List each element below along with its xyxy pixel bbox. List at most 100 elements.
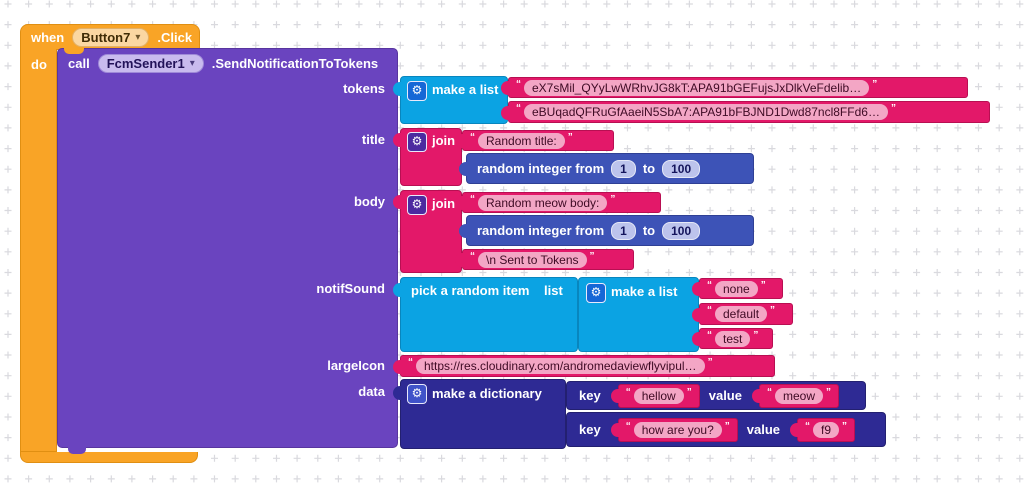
connector-tab (393, 386, 402, 400)
to-label: to (642, 223, 656, 238)
string-pill[interactable]: none (715, 280, 758, 297)
param-label-notifsound: notifSound (316, 281, 385, 296)
make-a-list-block-tokens[interactable]: ⚙ make a list (393, 76, 508, 124)
number-pill-to[interactable]: 100 (662, 159, 701, 178)
connector-tab (393, 133, 402, 147)
connector-tab (459, 224, 468, 238)
random-integer-block-title[interactable]: random integer from 1 to 100 (459, 153, 754, 184)
value-label: value (746, 422, 780, 437)
string-pill[interactable]: \n Sent to Tokens (478, 251, 587, 268)
token-string-block-1[interactable]: “ eX7sMil_QYyLwWRhvJG8kT:APA91bGEFujsJxD… (501, 77, 968, 98)
connector-tab (455, 253, 464, 267)
close-quote: ” (686, 386, 692, 398)
random-integer-from-label: random integer from (477, 161, 605, 176)
chevron-down-icon: ▾ (135, 32, 141, 43)
connector-tab (692, 332, 701, 346)
mutator-gear-icon[interactable]: ⚙ (407, 384, 427, 404)
param-label-body: body (353, 194, 385, 209)
connector-tab (610, 388, 620, 403)
connector-tab (455, 134, 464, 148)
make-a-list-label: make a list (432, 82, 499, 97)
key-string-block[interactable]: “ how are you? ” (610, 417, 738, 442)
number-pill-from[interactable]: 1 (611, 221, 636, 240)
to-label: to (642, 161, 656, 176)
close-quote: ” (567, 131, 573, 143)
string-pill[interactable]: f9 (813, 421, 840, 438)
body-text-block[interactable]: “ Random meow body: ” (455, 192, 661, 213)
string-pill[interactable]: hellow (633, 387, 684, 404)
component-dropdown-value: Button7 (81, 30, 131, 45)
number-pill-to[interactable]: 100 (662, 221, 701, 240)
string-pill[interactable]: Random title: (478, 132, 565, 149)
when-event-block-left-column[interactable]: do (20, 49, 57, 452)
sound-option-block-none[interactable]: “ none ” (692, 278, 783, 299)
connector-tab (393, 283, 402, 297)
key-label: key (579, 388, 601, 403)
param-label-title: title (361, 132, 385, 147)
open-quote: “ (470, 131, 475, 143)
random-integer-block-body[interactable]: random integer from 1 to 100 (459, 215, 754, 246)
largeicon-url-string-block[interactable]: “ https://res.cloudinary.com/andromedavi… (393, 355, 775, 377)
when-event-block-bottom-bar[interactable] (20, 452, 198, 463)
make-a-list-block-notifsound[interactable]: ⚙ make a list (578, 277, 699, 352)
event-label: .Click (157, 30, 193, 45)
mutator-gear-icon[interactable]: ⚙ (407, 195, 427, 215)
close-quote: ” (724, 420, 730, 432)
next-statement-notch (68, 447, 86, 454)
method-label: .SendNotificationToTokens (211, 56, 379, 71)
string-pill[interactable]: Random meow body: (478, 194, 608, 211)
dictionary-pair-block-1[interactable]: key “ hellow ” value “ meow ” (566, 381, 866, 410)
string-pill[interactable]: eBUqadQFRuGfAaeiN5SbA7:APA91bFBJND1Dwd87… (524, 104, 888, 120)
pick-random-item-block[interactable]: pick a random item list (393, 277, 578, 352)
string-pill[interactable]: eX7sMil_QYyLwWRhvJG8kT:APA91bGEFujsJxDlk… (524, 79, 870, 96)
value-string-block[interactable]: “ meow ” (751, 383, 839, 408)
dictionary-pair-block-2[interactable]: key “ how are you? ” value “ f9 ” (566, 412, 886, 447)
string-pill[interactable]: meow (774, 387, 823, 404)
open-quote: “ (625, 386, 631, 398)
open-quote: “ (516, 78, 521, 90)
join-block-title[interactable]: ⚙ join (393, 128, 462, 186)
connector-tab (790, 422, 799, 437)
connector-tab (692, 282, 701, 296)
string-pill[interactable]: https://res.cloudinary.com/andromedaview… (416, 358, 705, 374)
join-block-body[interactable]: ⚙ join (393, 190, 462, 273)
close-quote: ” (842, 420, 848, 432)
number-pill-from[interactable]: 1 (611, 159, 636, 178)
make-a-dictionary-block[interactable]: ⚙ make a dictionary (393, 379, 566, 449)
when-event-block-header[interactable]: when Button7 ▾ .Click (20, 24, 200, 50)
connector-tab (610, 422, 620, 437)
mutator-gear-icon[interactable]: ⚙ (407, 81, 427, 101)
mutator-gear-icon[interactable]: ⚙ (407, 132, 427, 152)
open-quote: “ (470, 193, 475, 205)
mutator-gear-icon[interactable]: ⚙ (586, 283, 606, 303)
make-a-list-label: make a list (611, 284, 678, 299)
component-dropdown-button7[interactable]: Button7 ▾ (72, 28, 150, 47)
open-quote: “ (805, 420, 810, 432)
param-label-largeicon: largeIcon (327, 358, 385, 373)
value-string-block[interactable]: “ f9 ” (790, 417, 856, 442)
component-dropdown-fcmsender1[interactable]: FcmSender1 ▾ (97, 54, 204, 73)
string-pill[interactable]: default (715, 306, 768, 322)
close-quote: ” (890, 103, 896, 114)
close-quote: ” (707, 357, 713, 368)
key-string-block[interactable]: “ hellow ” (610, 383, 700, 408)
title-text-block[interactable]: “ Random title: ” (455, 130, 614, 151)
sound-option-block-default[interactable]: “ default ” (692, 303, 793, 325)
connector-tab (393, 195, 402, 209)
token-string-block-2[interactable]: “ eBUqadQFRuGfAaeiN5SbA7:APA91bFBJND1Dwd… (501, 101, 990, 123)
body-suffix-text-block[interactable]: “ \n Sent to Tokens ” (455, 249, 634, 270)
do-socket-notch (64, 48, 84, 54)
make-a-dictionary-label: make a dictionary (432, 386, 542, 401)
open-quote: “ (516, 103, 521, 114)
string-pill[interactable]: how are you? (633, 421, 722, 438)
open-quote: “ (707, 329, 712, 341)
close-quote: ” (770, 305, 776, 316)
do-label: do (31, 57, 47, 72)
list-label: list (544, 283, 563, 298)
call-fcmsender-block[interactable]: call FcmSender1 ▾ .SendNotificationToTok… (57, 48, 398, 448)
string-pill[interactable]: test (715, 330, 751, 347)
sound-option-block-test[interactable]: “ test ” (692, 328, 773, 349)
open-quote: “ (707, 305, 712, 316)
key-label: key (579, 422, 601, 437)
